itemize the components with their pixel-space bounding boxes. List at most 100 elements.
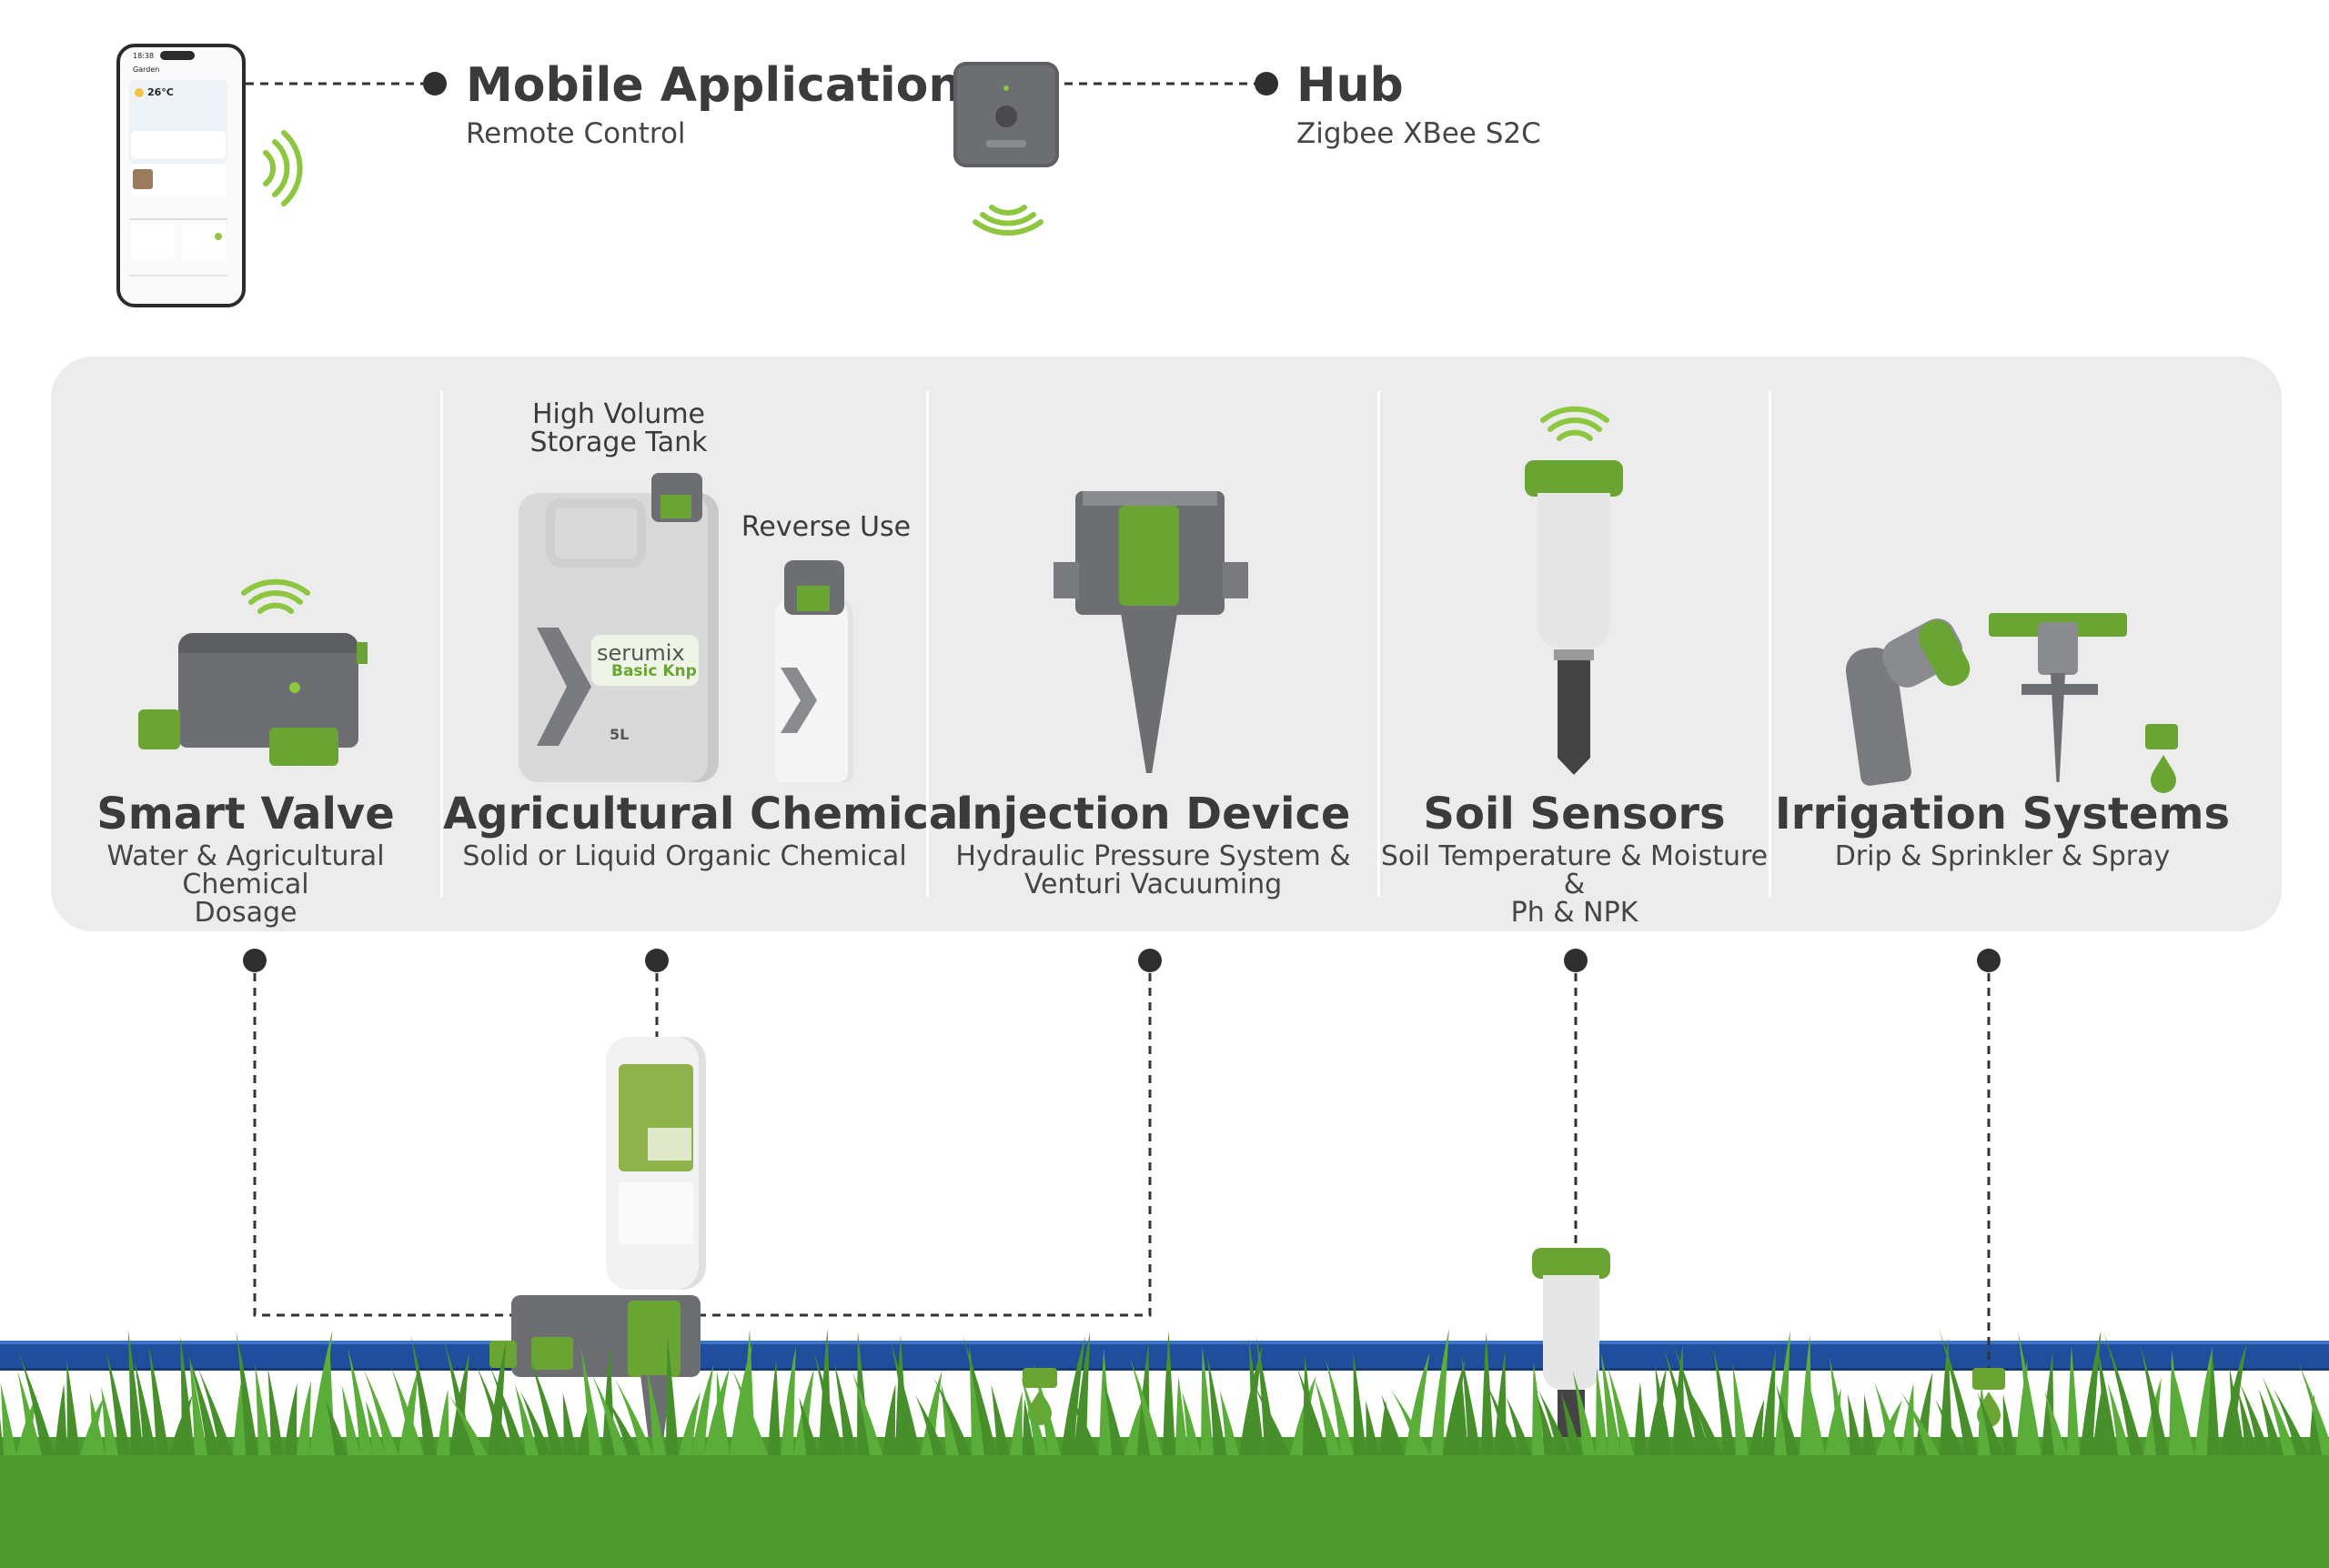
grass-blade: [1253, 1382, 1290, 1455]
mobile-app-title: Mobile Application: [466, 58, 963, 113]
grass-blade: [489, 1364, 526, 1455]
subtitle-line: Venturi Vacuuming: [1023, 869, 1283, 900]
grass-blade: [449, 1394, 488, 1455]
grass-blade: [1219, 1390, 1239, 1455]
wifi-icon: [973, 205, 1044, 236]
grass-blade: [716, 1370, 730, 1455]
grass-blade: [882, 1383, 896, 1455]
grass-blade: [365, 1400, 386, 1455]
grass-blade: [1290, 1375, 1316, 1455]
grass-blade: [2298, 1363, 2329, 1455]
grass-blade: [604, 1394, 640, 1455]
tank-label-line: Storage Tank: [529, 427, 708, 458]
water-pipe: [0, 1341, 2329, 1371]
grass-blade: [1634, 1382, 1647, 1455]
grass-blade: [2092, 1387, 2105, 1455]
grass-blade: [1248, 1337, 1265, 1455]
grass-blade: [348, 1347, 373, 1455]
grass-blade: [666, 1334, 679, 1455]
grass-blade: [0, 1382, 17, 1455]
grass-blade: [390, 1366, 424, 1455]
grass-blade: [2067, 1345, 2080, 1455]
grass-blade: [2170, 1360, 2194, 1455]
grass-blade: [1863, 1393, 1876, 1455]
grass-blade: [1901, 1382, 1914, 1455]
grass-blade: [1608, 1366, 1634, 1455]
grass-blade: [55, 1383, 67, 1455]
grass-blade: [1938, 1328, 1978, 1455]
grass-blade: [1379, 1400, 1392, 1455]
grass-blade: [1683, 1380, 1723, 1455]
grass-blade: [580, 1346, 602, 1455]
soil-sensors-subtitle: Soil Temperature & Moisture & Ph & NPK: [1380, 842, 1769, 927]
panel-divider: [440, 391, 443, 897]
grass-blade: [1800, 1334, 1812, 1455]
agricultural-chemical-title: Agricultural Chemical: [443, 789, 973, 839]
grass-blade: [1874, 1382, 1901, 1455]
grass-blade: [148, 1344, 169, 1455]
connector-line: [701, 973, 1152, 1317]
drip-emitter: [1023, 1368, 1057, 1388]
injection-device-subtitle: Hydraulic Pressure System & Venturi Vacu…: [929, 842, 1377, 899]
grass-blade: [1674, 1345, 1710, 1455]
grass-blade: [2237, 1390, 2258, 1455]
grass-blade: [1314, 1378, 1341, 1455]
grass-blade: [17, 1371, 42, 1455]
subtitle-line: Ph & NPK: [1510, 897, 1638, 929]
subtitle-line: Water & Agricultural Chemical: [106, 840, 385, 900]
connector-dot: [423, 72, 447, 95]
grass-blade: [2229, 1366, 2245, 1455]
grass-blade: [1061, 1336, 1085, 1455]
grass-blade: [1023, 1398, 1035, 1455]
grass-blade: [1099, 1348, 1112, 1455]
grass-blade: [1129, 1358, 1163, 1455]
grass-blade: [1390, 1388, 1430, 1455]
grass-blade: [614, 1378, 653, 1455]
grass-blade: [2273, 1387, 2309, 1455]
grass-blade: [852, 1372, 882, 1455]
grass-blade: [1761, 1349, 1776, 1455]
grass-blade: [297, 1381, 311, 1455]
grass-blade: [1461, 1354, 1481, 1455]
grass-blade: [1713, 1348, 1736, 1455]
panel-divider: [926, 391, 929, 897]
grass-blade: [325, 1399, 348, 1455]
grass-blade: [799, 1396, 819, 1455]
grass-blade: [255, 1364, 271, 1455]
grass-blade: [1806, 1370, 1825, 1455]
grass-blade: [2309, 1393, 2322, 1455]
connector-dot: [1564, 949, 1588, 972]
grass-blade: [1325, 1359, 1354, 1455]
grass-blade: [591, 1374, 628, 1455]
grass-blade: [1430, 1328, 1449, 1455]
grass-blade: [2194, 1345, 2213, 1455]
grass-blade: [1070, 1394, 1099, 1455]
grass-blade: [2169, 1349, 2182, 1455]
grass-blade: [309, 1330, 333, 1455]
agricultural-chemical-subtitle: Solid or Liquid Organic Chemical: [443, 842, 926, 870]
grass-blade: [488, 1340, 507, 1455]
tank-label: High Volume Storage Tank: [509, 400, 728, 457]
grass-blade: [267, 1367, 284, 1455]
grass-blade: [1296, 1366, 1328, 1455]
phone-time: 18:38: [133, 52, 155, 60]
grass-blade: [127, 1329, 144, 1455]
grass-blade: [2140, 1345, 2169, 1455]
tank-label-line: High Volume: [531, 398, 706, 430]
grass-blade: [914, 1394, 946, 1455]
irrigation-systems-subtitle: Drip & Sprinkler & Spray: [1771, 842, 2233, 870]
grass-blade: [2258, 1388, 2284, 1455]
grass-blade: [2262, 1375, 2296, 1455]
grass-blade: [1366, 1400, 1379, 1455]
grass-blade: [833, 1362, 857, 1455]
grass-blade: [106, 1352, 131, 1455]
grass-blade: [2080, 1330, 2102, 1455]
grass-blade: [731, 1368, 768, 1455]
wifi-icon: [263, 130, 303, 206]
hub-subtitle: Zigbee XBee S2C: [1296, 117, 1541, 150]
subtitle-line: Hydraulic Pressure System &: [955, 840, 1351, 872]
grass-blade: [1663, 1347, 1698, 1455]
grass-blade: [134, 1361, 156, 1455]
wifi-icon: [241, 578, 310, 614]
grass-blade: [1175, 1376, 1188, 1455]
